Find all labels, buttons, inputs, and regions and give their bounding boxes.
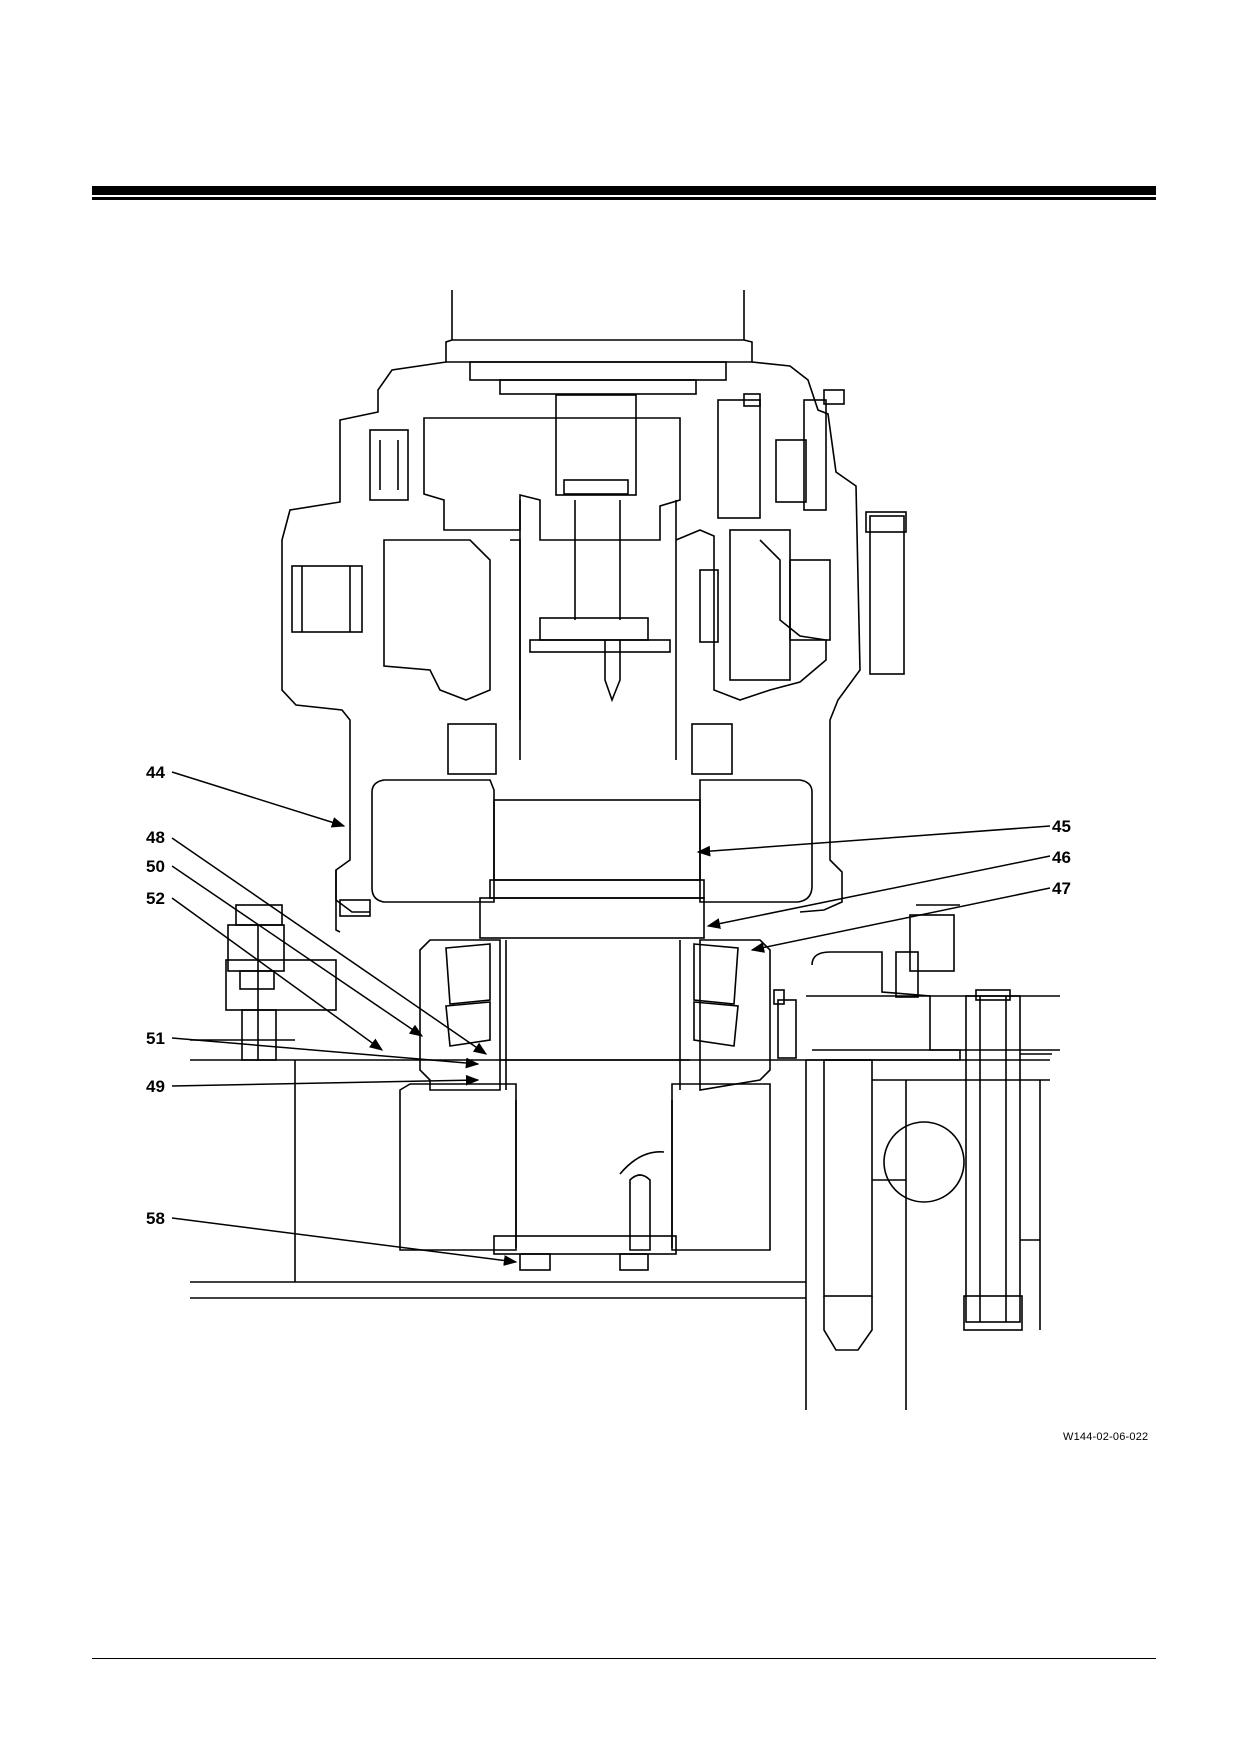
callout-45: 45: [1052, 817, 1071, 836]
callout-48: 48: [146, 828, 165, 847]
callout-51: 51: [146, 1029, 165, 1048]
header-rule: [92, 186, 1156, 197]
callout-50: 50: [146, 857, 165, 876]
callout-49: 49: [146, 1077, 165, 1096]
callout-58: 58: [146, 1209, 165, 1228]
figure-code: W144-02-06-022: [1063, 1431, 1149, 1443]
callout-46: 46: [1052, 848, 1071, 867]
drawing-linework: [190, 290, 1060, 1410]
callout-47: 47: [1052, 879, 1071, 898]
leader-lines: [171, 771, 1051, 1266]
footer-rule: [92, 1658, 1156, 1659]
callout-44: 44: [146, 763, 165, 782]
callout-52: 52: [146, 889, 165, 908]
